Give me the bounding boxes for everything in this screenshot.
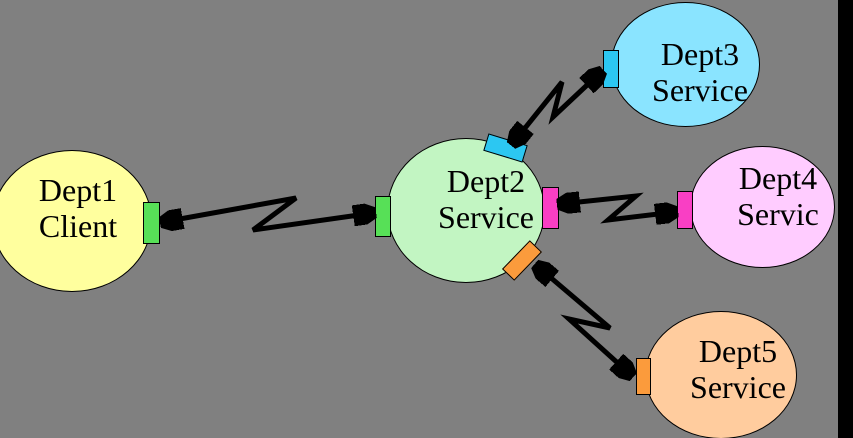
connector-dept1-dept2	[163, 195, 373, 230]
right-edge-black-bar	[838, 0, 853, 438]
node-dept2-label: Dept2 Service	[438, 163, 534, 235]
node-dept2-line1: Dept2	[446, 163, 526, 199]
port-dept5-orange	[636, 358, 651, 395]
connector-dept2-dept5	[537, 266, 631, 375]
port-dept4-magenta	[677, 191, 693, 229]
node-dept3-label: Dept3 Service	[652, 36, 748, 108]
node-dept5-line2: Service	[690, 369, 786, 405]
node-dept2-line2: Service	[438, 199, 534, 235]
connector-dept2-dept3	[513, 72, 601, 143]
node-dept1-ellipse	[0, 150, 152, 292]
port-dept1-green	[143, 202, 160, 244]
port-dept3-blue	[603, 50, 619, 88]
node-dept4-label: Dept4 Servic	[737, 160, 819, 232]
port-dept2-magenta	[542, 187, 559, 229]
node-dept5-line1: Dept5	[698, 333, 778, 369]
node-dept3-line1: Dept3	[660, 36, 740, 72]
node-dept5-ellipse	[645, 311, 797, 438]
node-dept1-label: Dept1 Client	[39, 172, 117, 244]
node-dept1-line1: Dept1	[38, 172, 118, 208]
node-dept3-line2: Service	[652, 72, 748, 108]
node-dept1-line2: Client	[38, 208, 118, 244]
node-dept4-ellipse	[690, 146, 835, 268]
node-dept5-label: Dept5 Service	[690, 333, 786, 405]
connector-dept2-dept4	[560, 196, 675, 220]
node-dept4-line2: Servic	[737, 196, 819, 232]
node-dept4-line1: Dept4	[738, 160, 818, 196]
port-dept2-green	[375, 196, 391, 237]
